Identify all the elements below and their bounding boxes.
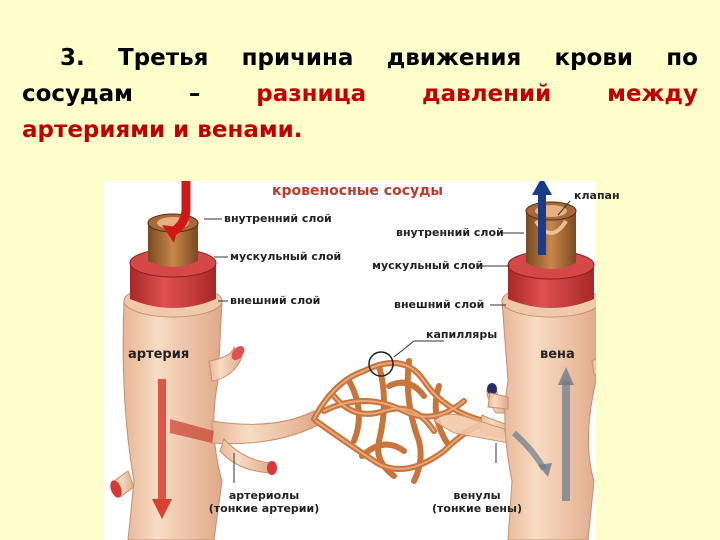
heading-line-2-red: разница давлений между — [256, 81, 698, 107]
arterioles-label: артериолы (тонкие артерии) — [204, 489, 324, 515]
capillary-magnifier-circle — [368, 351, 394, 377]
arteriole-branch — [170, 410, 319, 475]
heading-line-2-black: сосудам – — [22, 81, 201, 107]
leader-lines — [204, 200, 571, 483]
artery-outer-layer-label: внешний слой — [230, 294, 321, 307]
heading-line-1: 3. Третья причина движения крови по — [60, 45, 698, 71]
artery-label: артерия — [128, 347, 190, 362]
blood-vessels-figure: кровеносные сосуды внутренний слой муску… — [104, 181, 620, 540]
capillaries-label: капилляры — [426, 328, 498, 341]
diagram-title: кровеносные сосуды — [272, 183, 444, 199]
vein-valve-label: клапан — [574, 189, 620, 202]
artery-inner-layer-label: внутренний слой — [224, 212, 332, 225]
arterioles-label-line-1: артериолы — [228, 489, 300, 502]
vein-label: вена — [540, 347, 575, 362]
venules-label: венулы (тонкие вены) — [422, 489, 532, 515]
arterioles-label-line-2: (тонкие артерии) — [208, 502, 320, 515]
vein-inner-layer-label: внутренний слой — [396, 226, 504, 239]
capillary-network-highlight — [313, 362, 485, 470]
venules-label-line-1: венулы — [453, 489, 501, 502]
artery-muscle-layer-label: мускульный слой — [230, 250, 342, 263]
venules-label-line-2: (тонкие вены) — [431, 502, 523, 515]
heading-line-3: артериями и венами. — [22, 117, 303, 143]
vein-outer-layer-label: внешний слой — [394, 298, 485, 311]
vessels-illustration — [110, 181, 596, 540]
vein-vessel — [487, 181, 596, 540]
slide-heading: 3. Третья причина движения крови по сосу… — [22, 40, 698, 148]
heading-line-2: сосудам – разница давлений между — [22, 76, 698, 112]
vein-muscle-layer-label: мускульный слой — [372, 259, 484, 272]
